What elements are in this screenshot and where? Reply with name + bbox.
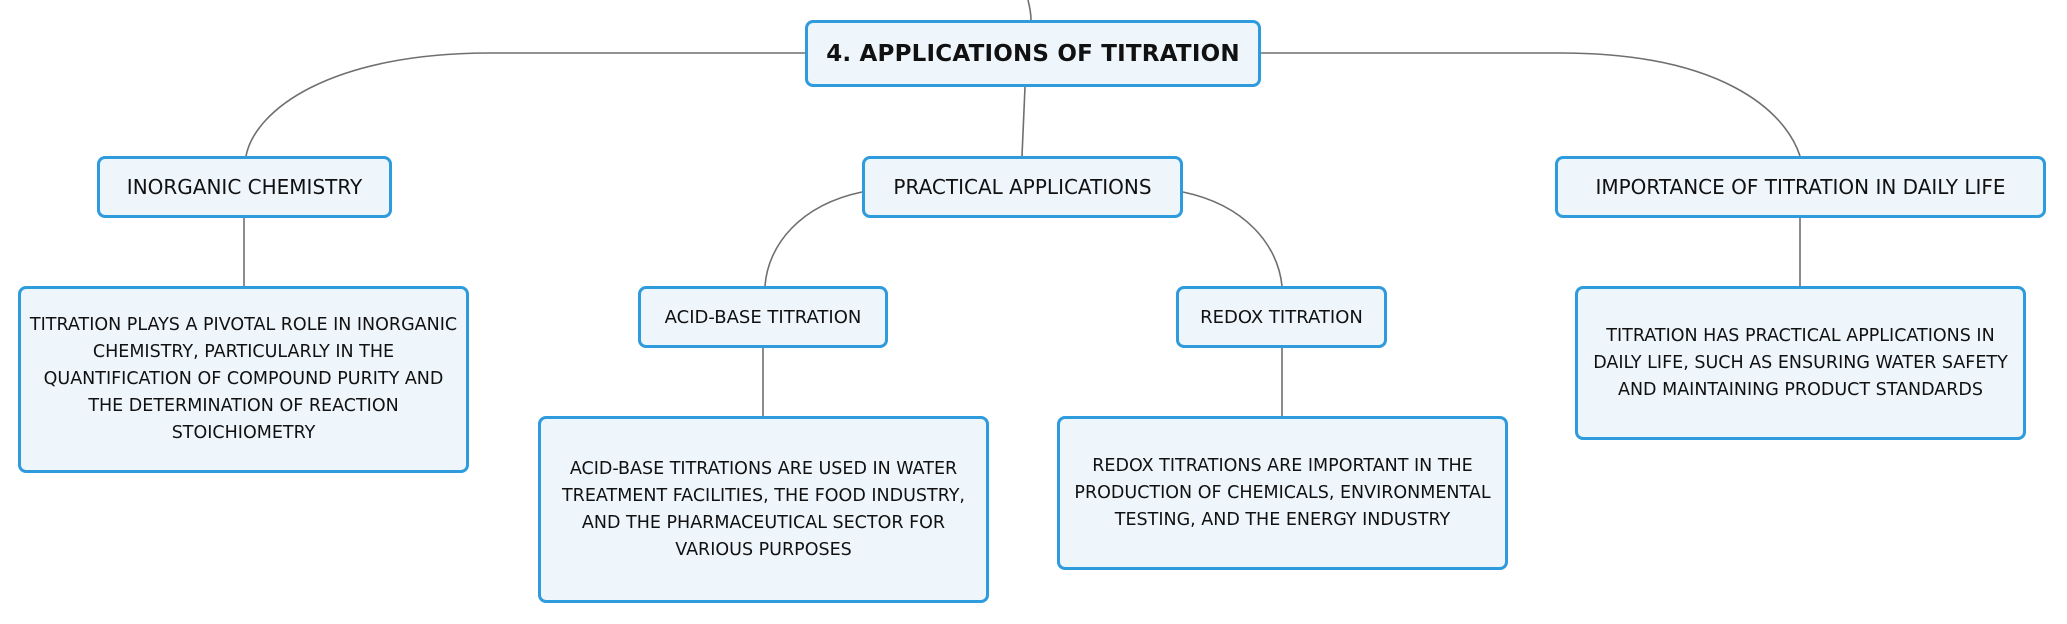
- connector-practical-to-redox: [1182, 191, 1283, 287]
- topic-node-label: PRACTICAL APPLICATIONS: [893, 175, 1152, 199]
- topic-node-inorganic-chemistry[interactable]: INORGANIC CHEMISTRY: [97, 156, 392, 218]
- root-node[interactable]: 4. APPLICATIONS OF TITRATION: [805, 20, 1261, 87]
- subtopic-node-redox-titration[interactable]: REDOX TITRATION: [1176, 286, 1387, 348]
- topic-node-practical-applications[interactable]: PRACTICAL APPLICATIONS: [862, 156, 1183, 218]
- description-text: ACID-BASE TITRATIONS ARE USED IN WATER T…: [561, 458, 965, 560]
- connector-practical-to-acid-base: [764, 191, 863, 287]
- root-node-label: 4. APPLICATIONS OF TITRATION: [826, 40, 1240, 67]
- description-node-importance-daily-life[interactable]: TITRATION HAS PRACTICAL APPLICATIONS IN …: [1575, 286, 2026, 440]
- connector-root-to-practical: [1021, 86, 1026, 157]
- topic-node-label: INORGANIC CHEMISTRY: [126, 175, 363, 199]
- subtopic-node-label: REDOX TITRATION: [1200, 306, 1363, 328]
- connector-root-to-inorganic: [245, 52, 805, 157]
- connector-parent-to-root: [1027, 0, 1032, 21]
- description-node-acid-base-titration[interactable]: ACID-BASE TITRATIONS ARE USED IN WATER T…: [538, 416, 989, 603]
- topic-node-label: IMPORTANCE OF TITRATION IN DAILY LIFE: [1595, 175, 2006, 199]
- description-text: TITRATION HAS PRACTICAL APPLICATIONS IN …: [1593, 325, 2008, 400]
- topic-node-importance-daily-life[interactable]: IMPORTANCE OF TITRATION IN DAILY LIFE: [1555, 156, 2046, 218]
- description-text: TITRATION PLAYS A PIVOTAL ROLE IN INORGA…: [29, 315, 458, 443]
- description-node-redox-titration[interactable]: REDOX TITRATIONS ARE IMPORTANT IN THE PR…: [1057, 416, 1508, 570]
- description-text: REDOX TITRATIONS ARE IMPORTANT IN THE PR…: [1074, 455, 1491, 530]
- connector-root-to-importance: [1261, 52, 1801, 157]
- subtopic-node-acid-base-titration[interactable]: ACID-BASE TITRATION: [638, 286, 888, 348]
- description-node-inorganic-chemistry[interactable]: TITRATION PLAYS A PIVOTAL ROLE IN INORGA…: [18, 286, 469, 473]
- subtopic-node-label: ACID-BASE TITRATION: [664, 306, 862, 328]
